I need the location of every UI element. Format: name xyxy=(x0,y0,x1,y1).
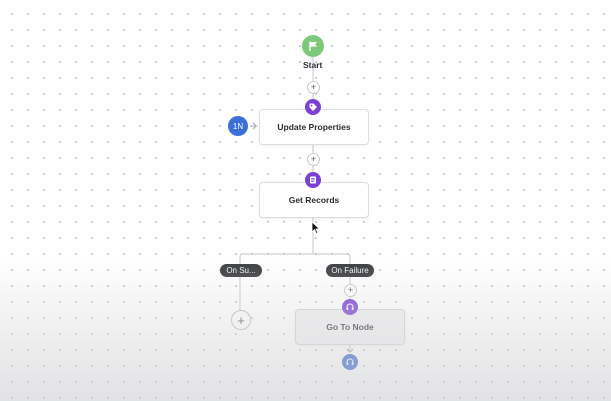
source-badge[interactable]: 1N xyxy=(228,116,248,136)
branch-on-failure[interactable]: On Failure xyxy=(326,264,374,277)
records-icon xyxy=(310,176,316,184)
source-badge-label: 1N xyxy=(232,121,244,131)
mouse-cursor-icon xyxy=(311,221,321,235)
go-to-node-label: Go To Node xyxy=(326,322,374,332)
tag-icon xyxy=(309,103,317,111)
start-node[interactable] xyxy=(302,35,324,57)
headset-icon xyxy=(346,303,354,310)
get-records-label: Get Records xyxy=(288,195,340,205)
add-step-button[interactable]: + xyxy=(307,153,320,166)
add-step-button[interactable]: + xyxy=(307,81,320,94)
add-branch-step-button[interactable]: + xyxy=(231,310,251,330)
add-step-button[interactable]: + xyxy=(344,284,357,297)
headset-icon xyxy=(346,358,354,365)
update-properties-label: Update Properties xyxy=(277,122,351,132)
go-to-target-node[interactable] xyxy=(342,354,358,370)
go-to-node-icon-badge xyxy=(342,299,358,315)
start-label: Start xyxy=(303,60,323,70)
get-records-icon-badge xyxy=(305,172,321,188)
branch-on-success[interactable]: On Su... xyxy=(220,264,262,277)
plus-icon: + xyxy=(237,312,245,328)
update-properties-icon-badge xyxy=(305,99,321,115)
flag-icon xyxy=(309,41,317,51)
